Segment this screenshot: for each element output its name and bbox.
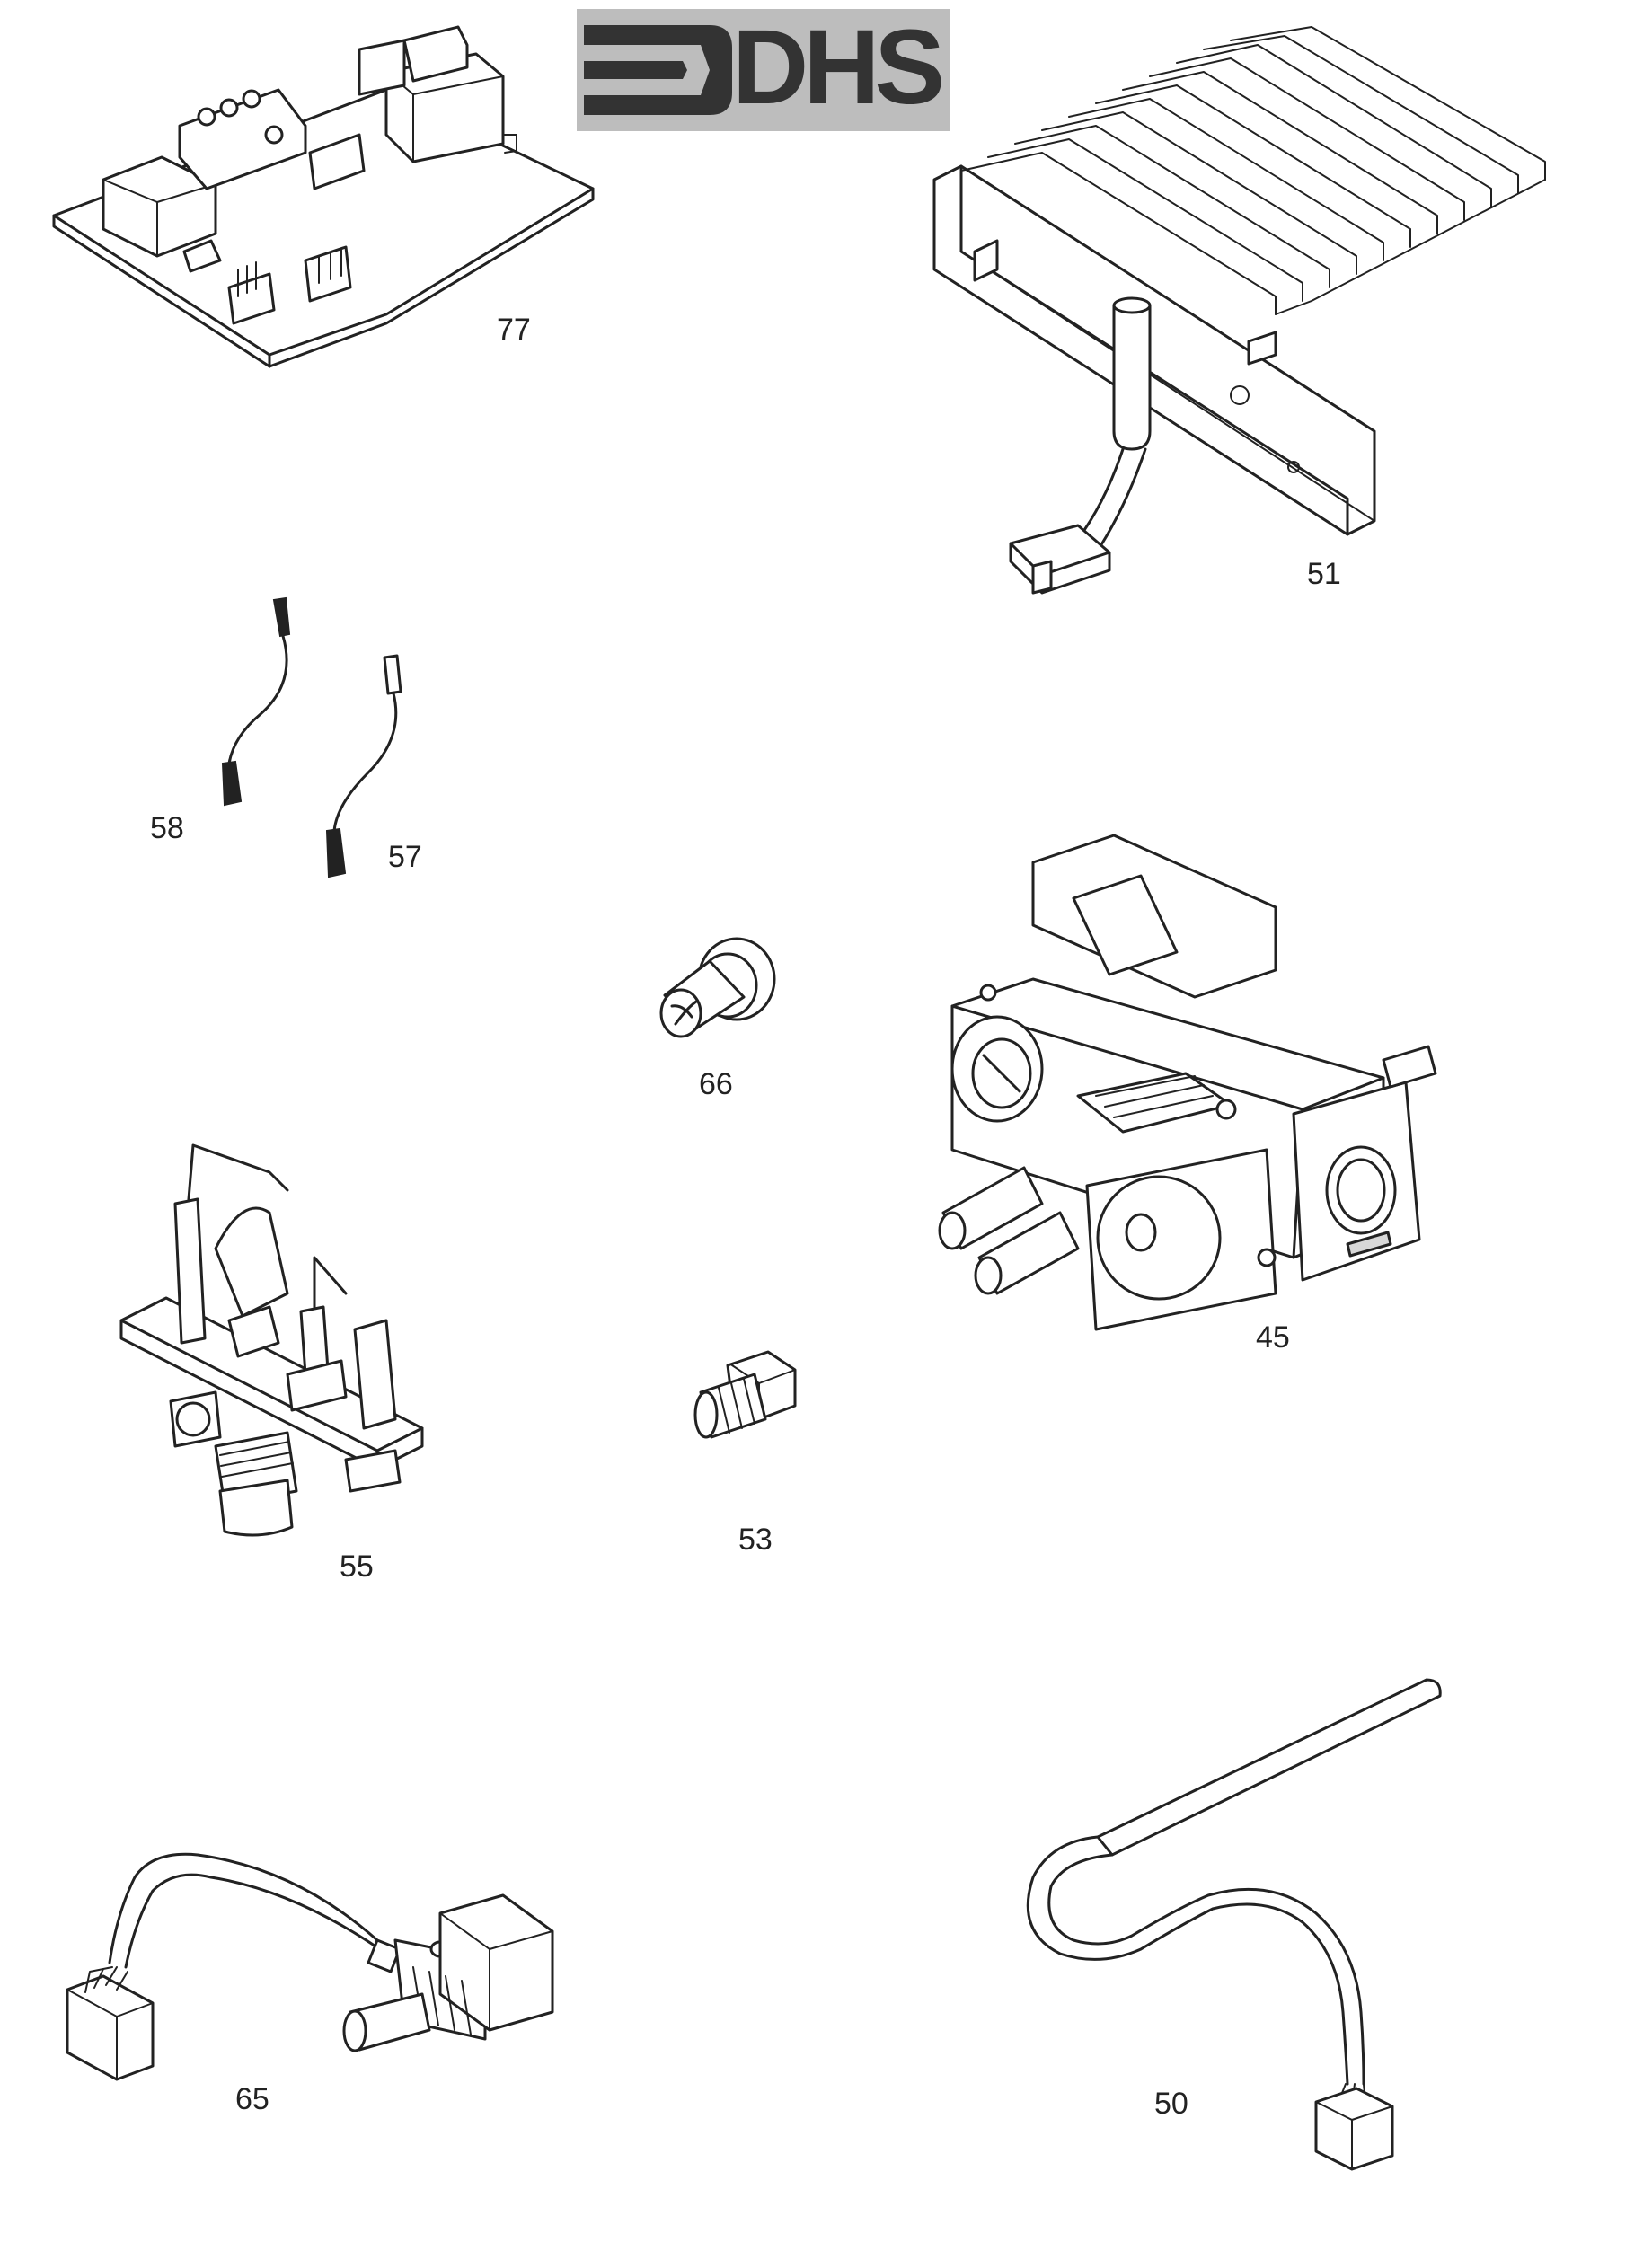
part-label-53: 53 — [738, 1523, 773, 1557]
control-pcb-icon — [52, 25, 595, 368]
burner-assembly-icon — [932, 26, 1546, 595]
brand-name: DHS — [732, 8, 945, 127]
thermistor-sensor-icon — [1026, 1678, 1442, 2171]
part-label-65: 65 — [235, 2082, 269, 2116]
part-label-55: 55 — [340, 1549, 374, 1584]
part-label-57: 57 — [388, 840, 422, 874]
plug-screw-icon — [693, 1350, 797, 1439]
control-knob-icon — [659, 937, 776, 1038]
dhs-logo: DHS — [575, 7, 952, 133]
potentiometer-harness-icon — [66, 1852, 554, 2081]
part-label-66: 66 — [699, 1067, 733, 1101]
part-label-45: 45 — [1256, 1320, 1290, 1355]
part-label-51: 51 — [1307, 557, 1341, 591]
part-label-50: 50 — [1154, 2087, 1188, 2121]
dhs-logo-mark-icon — [577, 9, 950, 131]
part-label-77: 77 — [497, 313, 531, 347]
pilot-assembly-icon — [119, 1143, 424, 1537]
gas-valve-icon — [938, 834, 1437, 1331]
lead-wire-icon — [325, 654, 402, 878]
lead-wire-icon — [221, 596, 291, 807]
part-label-58: 58 — [150, 811, 184, 845]
